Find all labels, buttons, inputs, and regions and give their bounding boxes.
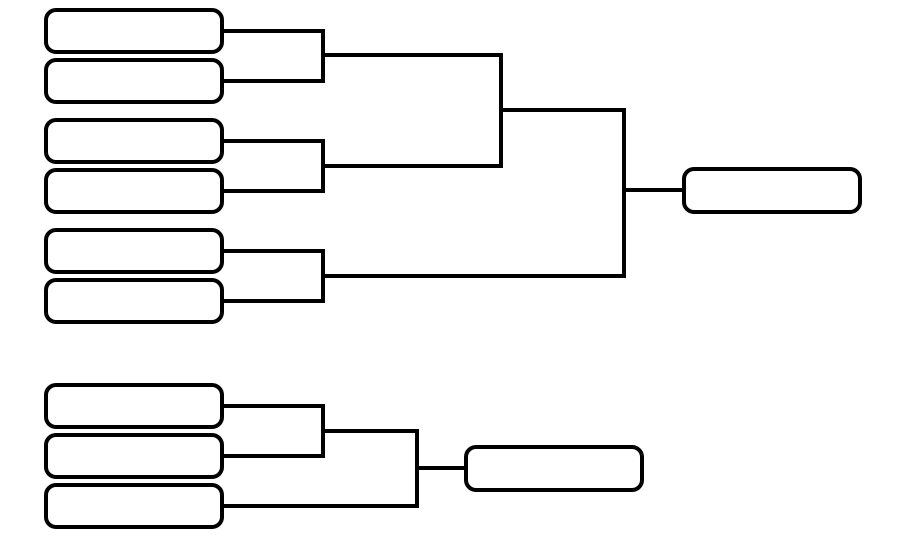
connector-pair-3 — [222, 249, 325, 303]
winner-slot-main[interactable] — [682, 167, 862, 214]
connector-final — [321, 108, 626, 278]
bracket-secondary — [44, 383, 644, 529]
connector-pair-1 — [222, 29, 325, 83]
connector-final-2 — [222, 429, 419, 508]
connector-pair-4 — [222, 404, 325, 458]
entrant-slot-4[interactable] — [44, 168, 224, 214]
entrant-slot-2[interactable] — [44, 58, 224, 104]
connector-semi-1 — [321, 53, 503, 168]
entrant-slot-6[interactable] — [44, 278, 224, 324]
bracket-main — [44, 8, 862, 324]
entrant-slot-8[interactable] — [44, 433, 224, 479]
winner-slot-secondary[interactable] — [464, 445, 644, 492]
entrant-slot-5[interactable] — [44, 228, 224, 274]
connector-pair-2 — [222, 139, 325, 193]
entrant-slot-1[interactable] — [44, 8, 224, 54]
entrant-slot-9[interactable] — [44, 483, 224, 529]
entrant-slot-3[interactable] — [44, 118, 224, 164]
entrant-slot-7[interactable] — [44, 383, 224, 429]
